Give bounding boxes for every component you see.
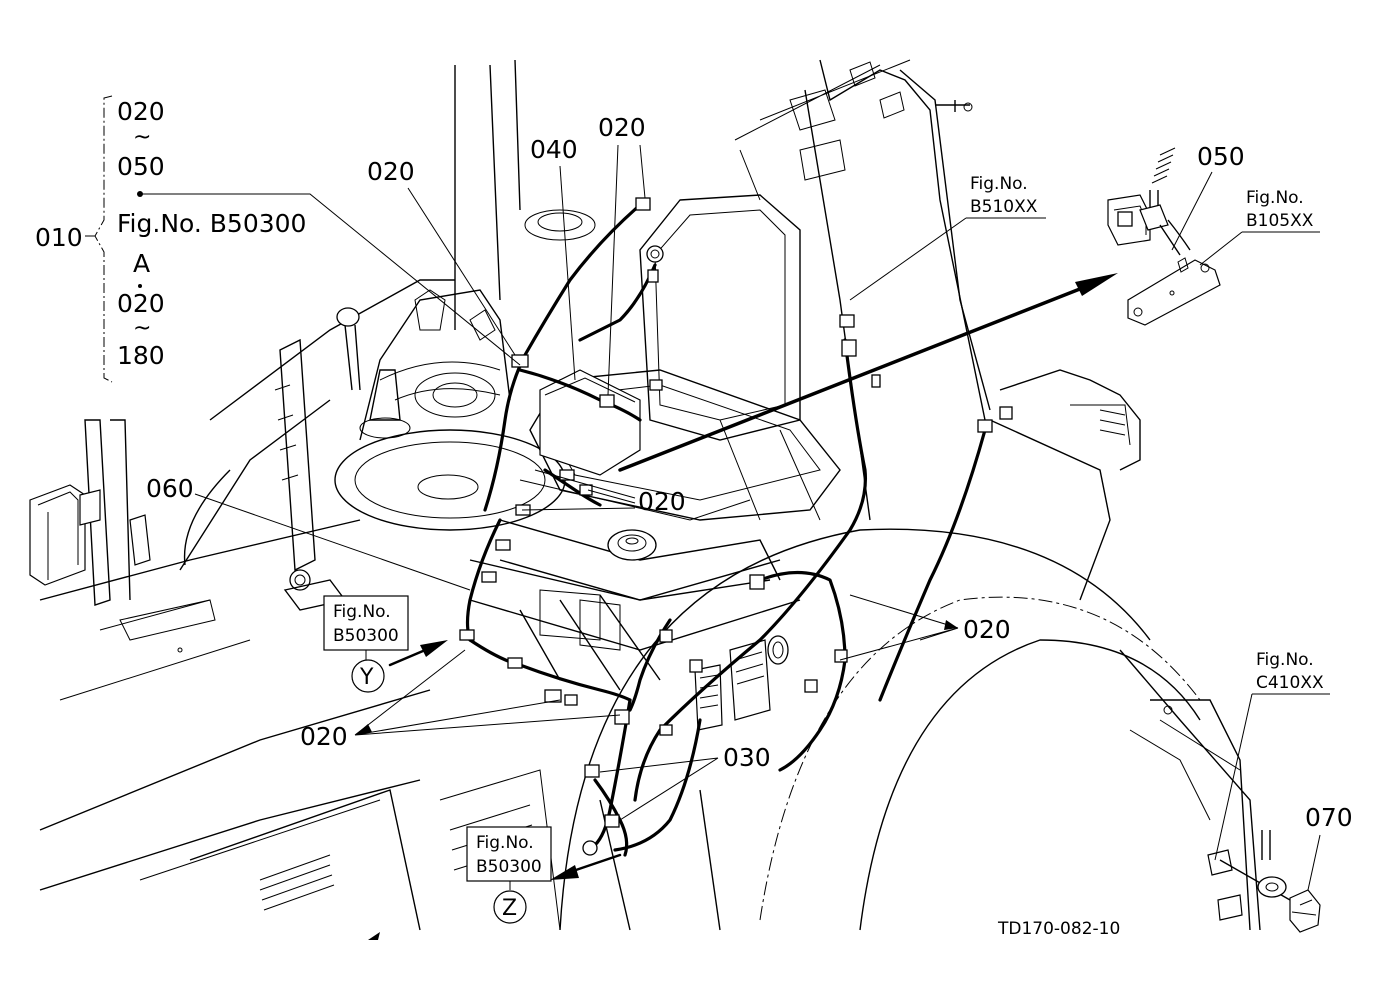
bracket-line-2: ~: [133, 125, 151, 150]
fig-ref-c410-code: C410XX: [1256, 673, 1324, 693]
bracket-line-4: Fig.No. B50300: [117, 209, 306, 238]
callout-040: 040: [530, 135, 578, 164]
callout-020-bottom: 020: [300, 722, 348, 751]
document-code: TD170-082-10: [997, 919, 1120, 939]
bracket-line-8: 180: [117, 341, 165, 370]
bracket-line-1: 020: [117, 97, 165, 126]
callout-060: 060: [146, 474, 194, 503]
fig-ref-z-title: Fig.No.: [476, 833, 534, 853]
bolt-detail: [1207, 830, 1321, 933]
bracket-line-5: A: [133, 249, 150, 278]
callout-020-center: 020: [638, 487, 686, 516]
fig-ref-c410-title: Fig.No.: [1256, 650, 1314, 670]
callout-050: 050: [1197, 142, 1245, 171]
figure-references: Fig.No. B510XX Fig.No. B105XX Fig.No. C4…: [323, 174, 1330, 924]
bracket-line-7: ~: [133, 316, 151, 341]
callout-020-seat-top: 020: [598, 113, 646, 142]
callout-030: 030: [723, 743, 771, 772]
bracket-line-6: 020: [117, 289, 165, 318]
bracket-group: 010 020 ~ 050 Fig.No. B50300 A 020 ~ 180: [35, 95, 521, 383]
callouts: 020 040 020 020 060 020 020 030 050 070: [146, 113, 1353, 891]
fig-ref-b510-code: B510XX: [970, 197, 1038, 217]
bottom-arrow-mark: [368, 932, 380, 940]
callout-070: 070: [1305, 803, 1353, 832]
fig-ref-z-code: B50300: [476, 857, 542, 877]
fig-ref-y-marker: Y: [359, 665, 374, 690]
bracket-main-part-number: 010: [35, 223, 83, 252]
fig-ref-y-title: Fig.No.: [333, 602, 391, 622]
bracket-line-3: 050: [117, 152, 165, 181]
fig-ref-y-code: B50300: [333, 626, 399, 646]
fig-ref-b510-title: Fig.No.: [970, 174, 1028, 194]
wiring-harness: [459, 197, 1013, 857]
operator-seat: [499, 194, 841, 731]
fig-ref-z-marker: Z: [502, 896, 517, 921]
bracket-small-dot: [138, 284, 142, 288]
callout-020-seat-left: 020: [367, 157, 415, 186]
steering-and-controls: [274, 289, 566, 611]
bracket-bullet-dot: [137, 191, 143, 197]
fig-ref-b105-code: B105XX: [1246, 211, 1314, 231]
relay-detail: [618, 147, 1221, 472]
fig-ref-b105-title: Fig.No.: [1246, 188, 1304, 208]
callout-020-right: 020: [963, 615, 1011, 644]
